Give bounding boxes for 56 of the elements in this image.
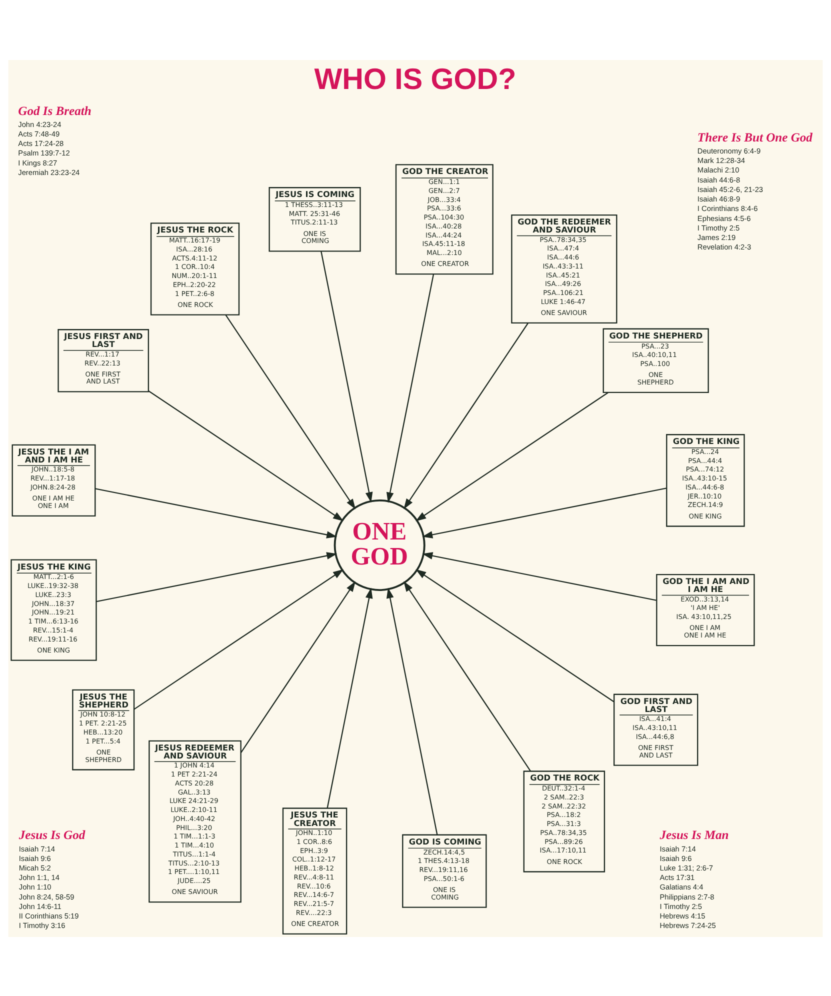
label: Jesus Is God	[18, 828, 86, 842]
arrow	[326, 587, 373, 808]
label: Malachi 2:10	[697, 165, 740, 174]
label: God Is Breath	[18, 103, 92, 118]
label: John 8:24, 58-59	[18, 892, 74, 901]
label: There Is But One God	[697, 130, 812, 144]
label: Acts 17:31	[660, 872, 695, 882]
label: I Timothy 2:5	[697, 222, 740, 232]
label: John 4:23-24	[18, 119, 62, 128]
label: Revelation 4:2-3	[697, 242, 752, 252]
label: I Kings 8:27	[18, 158, 58, 167]
label: Isaiah 9:6	[18, 853, 51, 862]
label: Jesus Is Man	[660, 828, 729, 842]
label: Ephesians 4:5-6	[697, 213, 751, 222]
label: Deuteronomy 6:4-9	[697, 146, 761, 155]
label: I Corinthians 8:4-6	[697, 204, 758, 213]
arrow	[404, 580, 532, 771]
label: Psalm 139:7-12	[18, 148, 70, 158]
arrow	[95, 488, 338, 538]
arrow	[148, 390, 344, 521]
label: Hebrews 7:24-25	[660, 920, 716, 930]
label: Micah 5:2	[18, 862, 51, 872]
label: John 14:6-11	[18, 901, 62, 910]
label: Hebrews 4:15	[660, 911, 706, 920]
label: Jeremiah 23:23-24	[18, 167, 80, 176]
label: Isaiah 7:14	[18, 844, 55, 853]
arrow	[416, 392, 608, 521]
label: I Timothy 2:5	[660, 901, 702, 910]
arrow	[386, 274, 434, 502]
label: Isaiah 44:6-8	[697, 174, 740, 184]
label: I Timothy 3:16	[18, 920, 66, 930]
label: Mark 12:28-34	[697, 156, 745, 165]
arrow	[386, 587, 438, 834]
label: John 1:10	[18, 882, 52, 892]
arrow	[240, 580, 356, 753]
label: Isaiah 46:8-9	[697, 194, 740, 204]
label: Acts 17:24-28	[18, 138, 64, 148]
arrow	[134, 568, 344, 710]
diagram-title: WHO IS GOD?	[314, 62, 516, 96]
arrow	[416, 568, 614, 702]
arrow	[404, 322, 528, 509]
arrow	[422, 487, 667, 538]
label: James 2:19	[697, 232, 736, 242]
label: Galatians 4:4	[660, 882, 704, 892]
arrow	[320, 250, 373, 502]
arrow	[422, 552, 656, 600]
label: Luke 1:31; 2:6-7	[660, 862, 714, 872]
label: Philippians 2:7-8	[660, 892, 714, 901]
label: II Corinthians 5:19	[18, 911, 79, 920]
label: Isaiah 45:2-6, 21-23	[697, 184, 764, 194]
label: John 1:1, 14	[18, 872, 60, 882]
label: Isaiah 9:6	[660, 853, 692, 862]
arrow	[96, 552, 338, 602]
label: Acts 7:48-49	[18, 129, 60, 138]
label: Isaiah 7:14	[660, 844, 696, 853]
arrow	[225, 314, 356, 509]
